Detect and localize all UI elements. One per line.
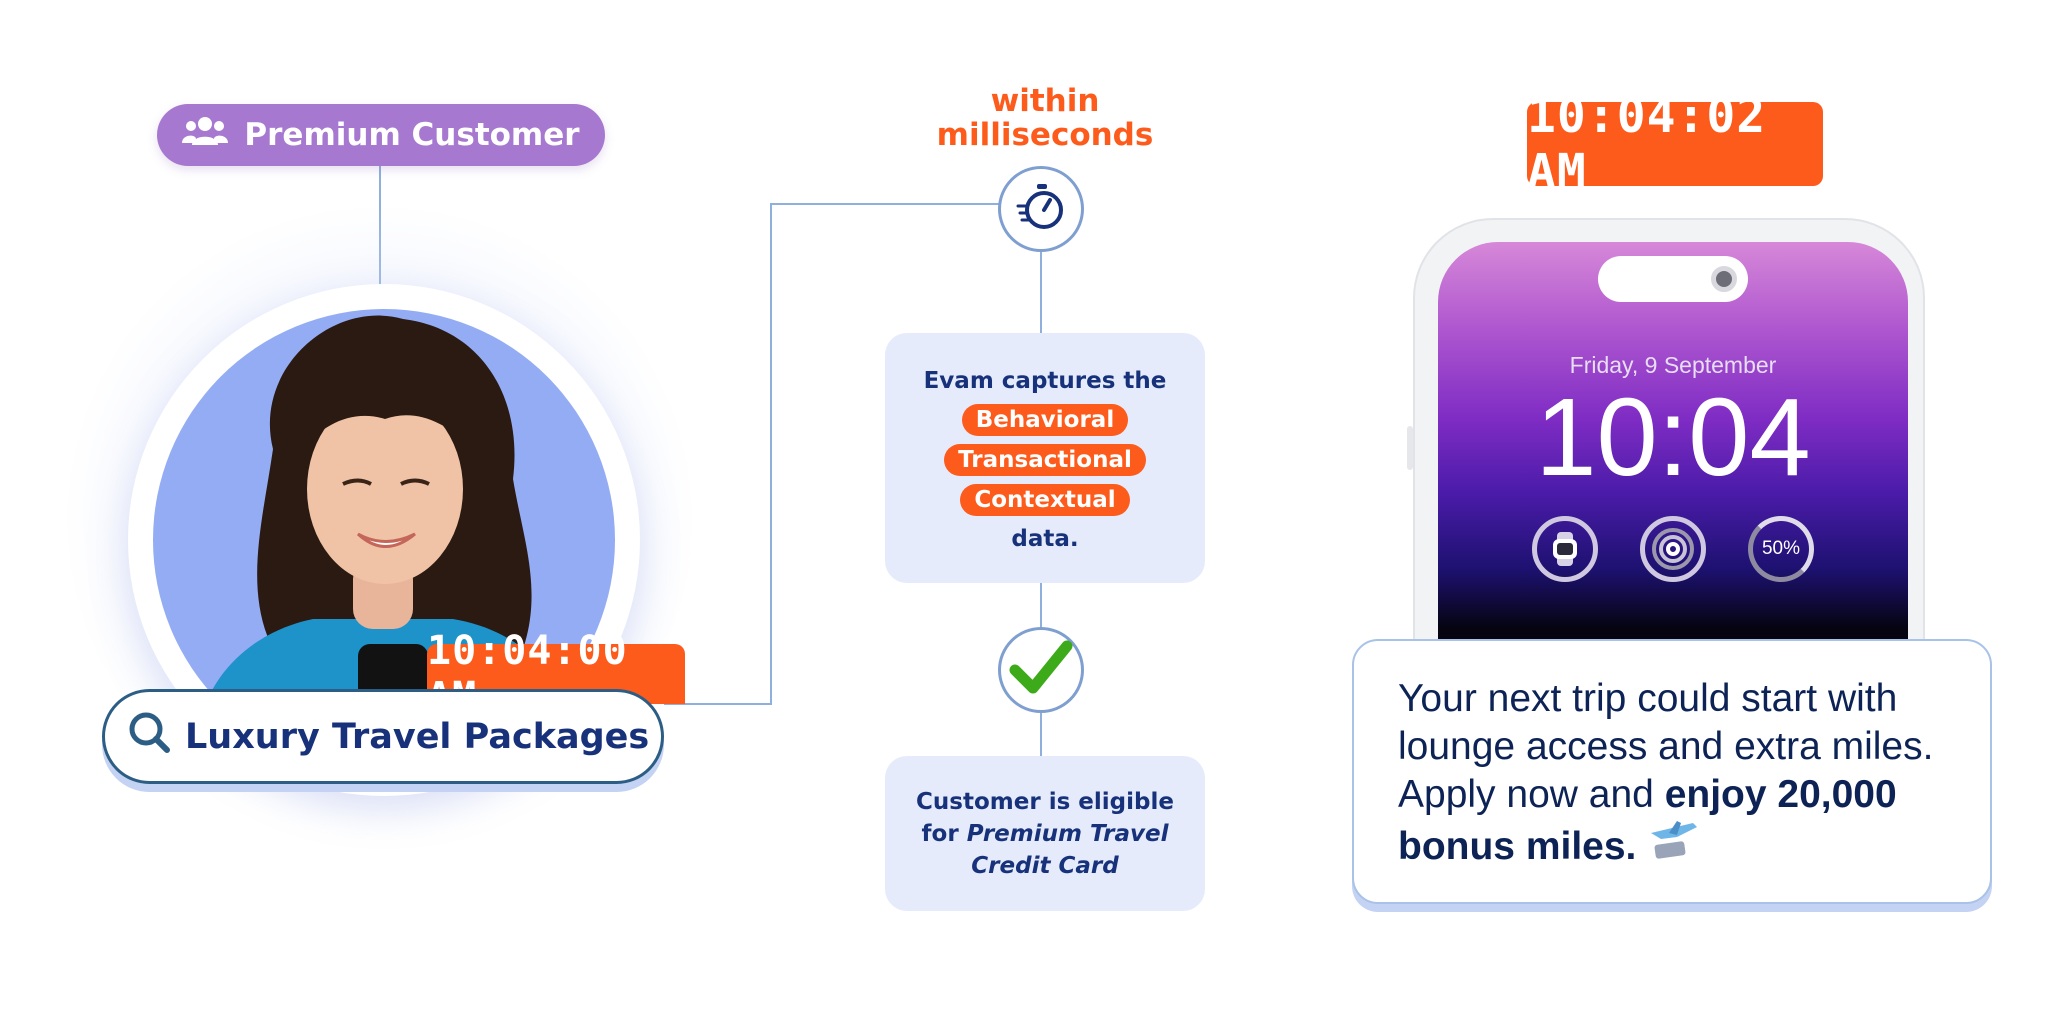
camera-icon [1711,266,1737,292]
data-capture-card: Evam captures the Behavioral Transaction… [885,333,1205,583]
check-node [998,627,1084,713]
phone-side-button [1407,426,1413,470]
lock-screen-date: Friday, 9 September [1569,352,1777,378]
lock-screen-time: 10:04 [1535,376,1811,499]
eligibility-text: Customer is eligible for [916,788,1174,847]
customer-segment-badge: Premium Customer [157,104,605,166]
activity-rings-icon [1640,516,1706,582]
connector-search-horizontal [664,703,772,705]
search-icon [127,710,171,763]
customer-segment-label: Premium Customer [244,117,580,153]
search-query-pill: Luxury Travel Packages [102,689,664,784]
tag-transactional: Transactional [944,444,1146,476]
connector-vertical-left [770,203,772,705]
battery-widget: 50% [1748,516,1814,582]
battery-label: 50% [1761,538,1801,559]
eligible-product: Premium Travel Credit Card [966,820,1169,879]
offer-message-text: Your next trip could start with lounge a… [1398,677,1934,816]
capture-outro: data. [1011,526,1079,552]
watch-widget-icon [1532,516,1598,582]
tag-behavioral: Behavioral [961,404,1129,436]
timing-line-2: milliseconds [936,117,1154,153]
connector-check-to-result [1040,713,1042,757]
offer-message-bold: enjoy 20,000 bonus miles. [1398,773,1897,868]
timer-node [998,166,1084,252]
eligibility-card: Customer is eligible for Premium Travel … [885,756,1205,911]
phone-lock-screen [1438,242,1908,662]
stopwatch-icon [1016,182,1066,236]
search-query-text: Luxury Travel Packages [185,716,650,757]
connector-to-timer [770,203,1000,205]
timing-label: within milliseconds [890,84,1200,152]
capture-intro: Evam captures the [923,368,1167,394]
timing-line-1: within [990,83,1100,119]
checkmark-icon [1009,638,1073,702]
plane-icon [1647,821,1699,868]
users-icon [182,115,229,155]
offer-message-card: Your next trip could start with lounge a… [1352,639,1992,904]
connector-timer-to-card [1040,252,1042,334]
tag-contextual: Contextual [960,484,1130,516]
delivery-timestamp: 10:04:02 AM [1527,88,1823,200]
connector-card-to-check [1040,583,1042,629]
